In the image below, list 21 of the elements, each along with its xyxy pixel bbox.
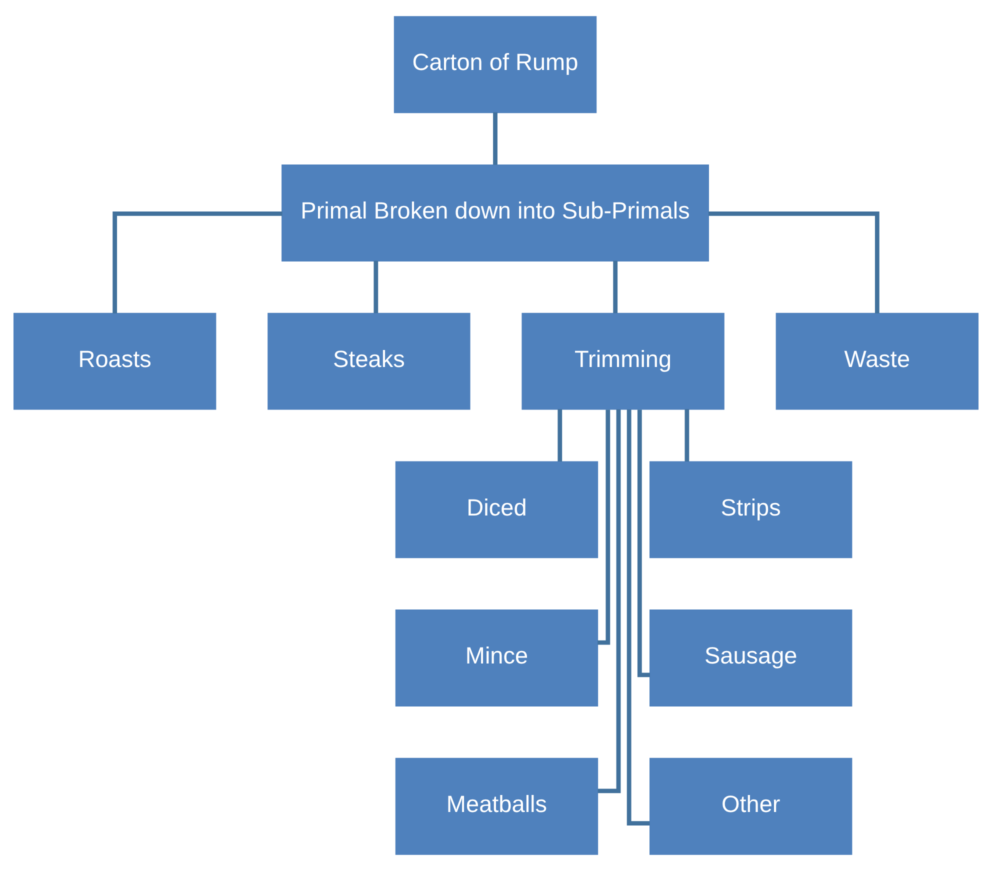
connector — [112, 211, 282, 313]
connector — [613, 260, 618, 313]
node-box: Waste — [776, 312, 979, 410]
node-box: Meatballs — [395, 757, 598, 854]
node-box: Other — [650, 757, 852, 854]
node-box: Mince — [395, 609, 598, 706]
connector — [558, 408, 562, 461]
connector — [684, 408, 690, 461]
connector — [598, 409, 610, 644]
node-box: Diced — [395, 460, 598, 558]
node-box: Steaks — [268, 312, 470, 410]
node-box: Roasts — [13, 312, 216, 410]
connector — [374, 260, 378, 313]
node-box: Trimming — [522, 312, 724, 410]
node-box: Strips — [650, 460, 852, 558]
connector — [493, 112, 498, 164]
connector — [708, 211, 880, 313]
node-box: Sausage — [650, 609, 852, 706]
connector — [637, 409, 650, 677]
node-box: Carton of Rump — [394, 16, 597, 113]
node-box: Primal Broken down into Sub-Primals — [282, 164, 709, 261]
